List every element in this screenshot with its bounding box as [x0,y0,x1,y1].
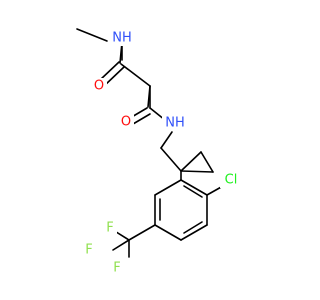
bond-ar-1 [180,179,208,196]
fluorine-label-3: F [113,261,120,276]
bond-methyl-n [76,28,108,42]
bond-c2-o2-b [132,113,151,125]
bond-ch2-cp [160,147,182,172]
fluorine-label-1: F [106,221,113,236]
molecule-canvas: NH O O NH Cl F F F [76,28,242,276]
bond-ar-3 [180,224,208,241]
bond-ar-4 [154,224,182,241]
nh-label-mid: NH [165,116,185,131]
oxygen-label-top: O [94,79,104,94]
bond-cp-3 [180,170,214,173]
bonds [76,28,224,258]
bond-cf3-f2 [112,239,130,251]
chlorine-label: Cl [225,173,238,188]
bond-ar-inner-2 [183,221,203,234]
bond-n2-ch2 [160,131,173,149]
nh-label-top: NH [112,31,132,46]
bond-c1-ch2 [120,63,151,87]
bond-c1-o1-a [99,61,120,81]
bond-cp-1 [180,151,202,172]
bond-ar-cf3 [128,224,156,241]
bond-cp-2 [200,151,214,173]
atom-labels: NH O O NH Cl F F F [82,30,242,276]
molecule-structure: NH O O NH Cl F F F [76,28,242,276]
bond-c1-o1-b [103,66,125,87]
fluorine-label-2: F [85,243,92,258]
oxygen-label-mid: O [121,115,131,130]
bond-ar-6 [154,179,182,196]
bond-ar-inner-1 [183,185,203,198]
